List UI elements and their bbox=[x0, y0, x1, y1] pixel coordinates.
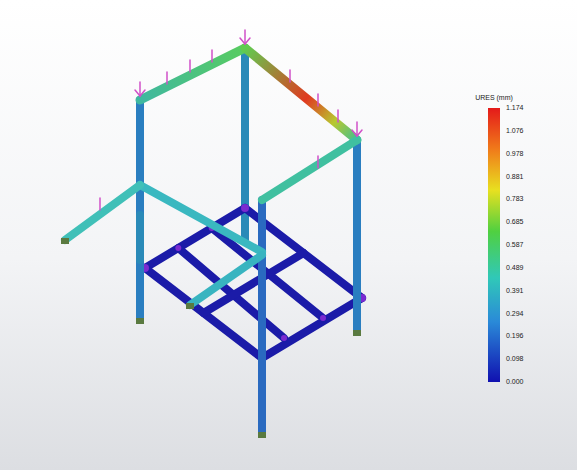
scale-title: URES (mm) bbox=[475, 94, 513, 102]
scale-value: 0.783 bbox=[506, 195, 524, 203]
scale-value: 0.489 bbox=[506, 264, 524, 272]
scale-value: 1.076 bbox=[506, 127, 524, 135]
scale-value: 0.196 bbox=[506, 332, 524, 340]
frame-structure bbox=[61, 30, 366, 438]
scale-value: 0.685 bbox=[506, 218, 524, 226]
scale-value: 0.978 bbox=[506, 150, 524, 158]
color-scale-bar bbox=[488, 108, 500, 382]
scale-value: 0.000 bbox=[506, 378, 524, 386]
scale-value: 0.098 bbox=[506, 355, 524, 363]
scale-value: 0.294 bbox=[506, 310, 524, 318]
scale-value: 0.391 bbox=[506, 287, 524, 295]
scale-value: 1.174 bbox=[506, 104, 524, 112]
scale-value: 0.587 bbox=[506, 241, 524, 249]
scale-value: 0.881 bbox=[506, 173, 524, 181]
